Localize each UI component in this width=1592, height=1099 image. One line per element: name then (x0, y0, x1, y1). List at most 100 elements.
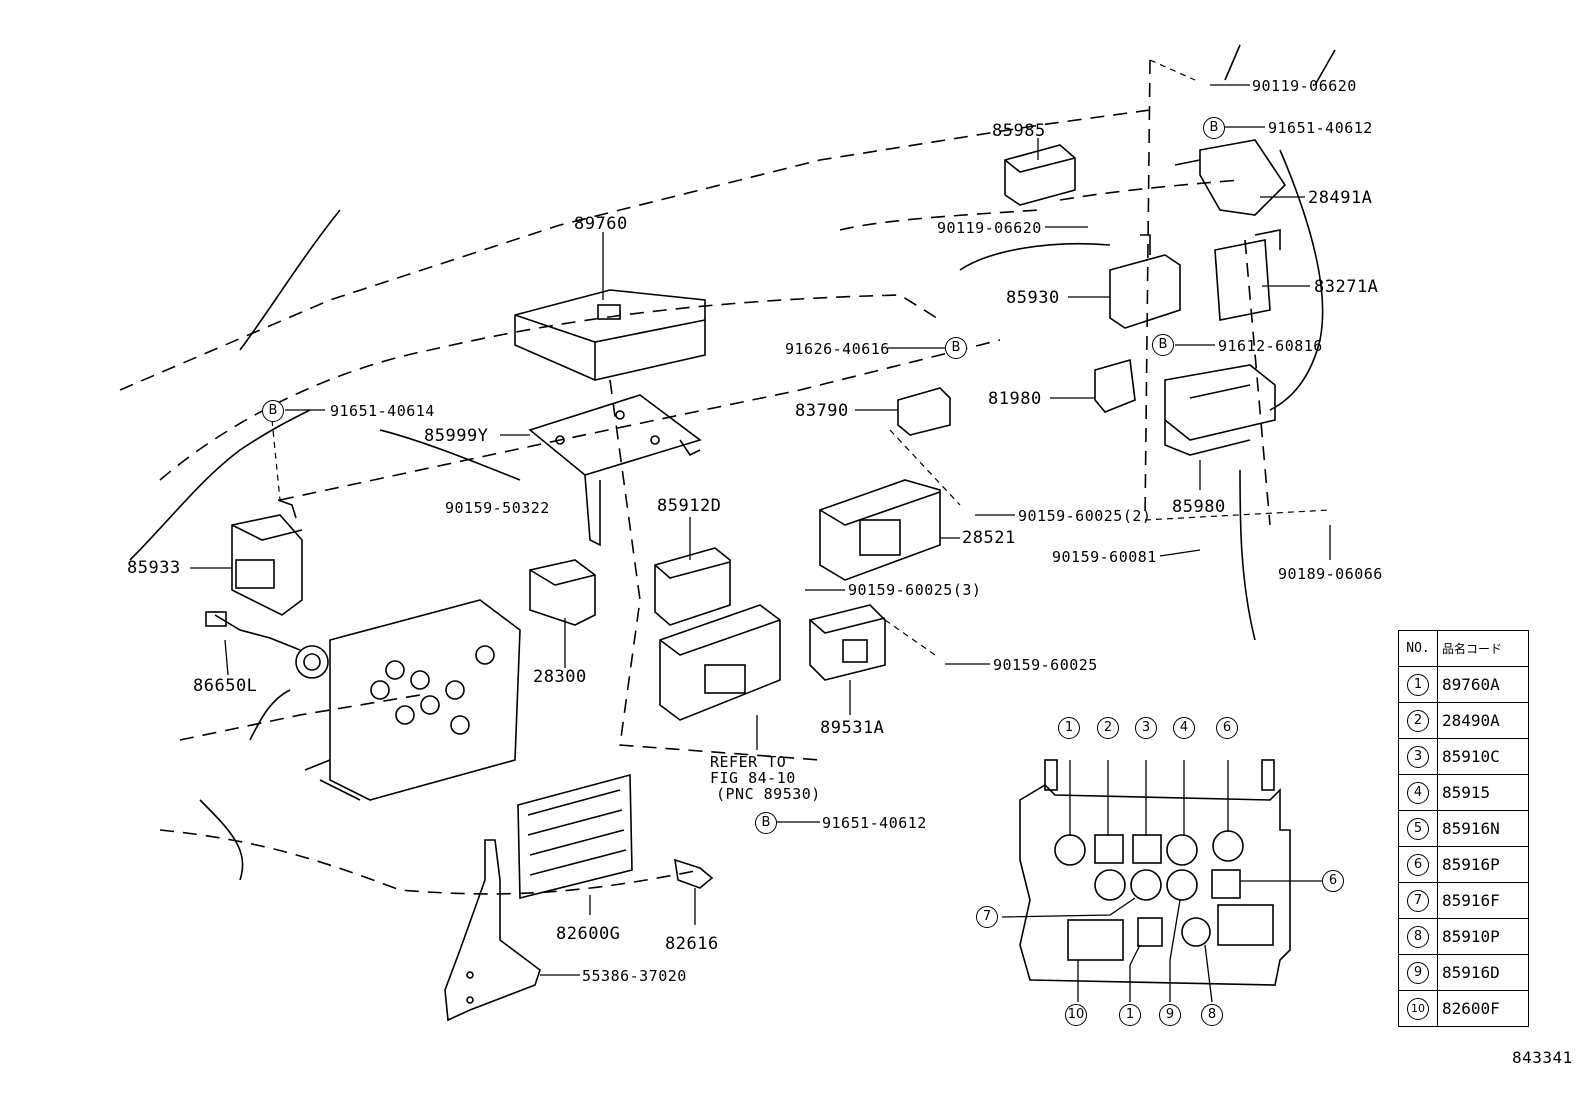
part-label-90189-06066: 90189-06066 (1278, 565, 1383, 583)
legend-row: 4 85915 (1398, 774, 1529, 811)
relay-85985-shape (1004, 144, 1076, 206)
legend-row-code: 85910C (1437, 738, 1529, 775)
legend-row-code: 28490A (1437, 702, 1529, 739)
callout-9: 9 (1159, 1004, 1181, 1026)
part-label-83790: 83790 (795, 401, 849, 421)
callout-4: 4 (1173, 717, 1195, 739)
dashed-leaders (271, 59, 1331, 656)
part-label-89531a: 89531A (820, 718, 885, 738)
legend-row: 10 82600F (1398, 990, 1529, 1027)
legend-row-no: 8 (1407, 926, 1429, 948)
dashboard-solid-lines (129, 44, 1336, 881)
part-label-82600g: 82600G (556, 924, 621, 944)
buzzer-86650l-shape (205, 611, 329, 679)
leader-lines (190, 84, 1331, 1003)
relay-89531a-shape (809, 604, 886, 681)
legend-row-no: 7 (1407, 890, 1429, 912)
bracket-55386-shape (444, 839, 541, 1022)
legend-row-code: 85916F (1437, 882, 1529, 919)
callout-8: 8 (1201, 1004, 1223, 1026)
clip-82616-shape (674, 858, 714, 889)
callout-6: 6 (1322, 870, 1344, 892)
legend-row: 8 85910P (1398, 918, 1529, 955)
dashboard-outline (119, 59, 1271, 895)
part-label-89760: 89760 (574, 214, 628, 234)
circle-b-marker: B (755, 812, 777, 834)
relay-85930-shape (1109, 234, 1181, 329)
relay-85933-shape (231, 499, 303, 616)
part-label-28521: 28521 (962, 528, 1016, 548)
legend-row: 5 85916N (1398, 810, 1529, 847)
circle-b-marker: B (262, 400, 284, 422)
part-label-85912d: 85912D (657, 496, 722, 516)
part-label-86650l: 86650L (193, 676, 258, 696)
legend-header-no: NO. (1398, 630, 1438, 667)
bracket-85999y-shape (528, 394, 702, 547)
part-label-91651-40614: 91651-40614 (330, 402, 435, 420)
part-label-90159-60025-3: 90159-60025(3) (848, 581, 982, 599)
legend-row-no: 10 (1407, 998, 1429, 1020)
callout-10: 10 (1065, 1004, 1087, 1026)
module-83271a-shape (1214, 229, 1281, 321)
legend-header-row: NO. 品名コード (1398, 630, 1529, 667)
part-label-91626-40616: 91626-40616 (785, 340, 890, 358)
legend-row-no: 4 (1407, 782, 1429, 804)
legend-row-code: 85916D (1437, 954, 1529, 991)
legend-row: 6 85916P (1398, 846, 1529, 883)
relay-83790-shape (897, 387, 951, 436)
legend-row-code: 85910P (1437, 918, 1529, 955)
part-label-85930: 85930 (1006, 288, 1060, 308)
refer-note-line-2: FIG 84-10 (710, 769, 796, 787)
part-label-85985: 85985 (992, 121, 1046, 141)
part-label-91612-60816: 91612-60816 (1218, 337, 1323, 355)
part-label-90159-50322: 90159-50322 (445, 499, 550, 517)
relay-85912d-shape (654, 547, 731, 626)
circle-b-marker: B (945, 337, 967, 359)
junction-block-shape (304, 599, 521, 801)
part-label-90119-06620-top: 90119-06620 (1252, 77, 1357, 95)
callout-3: 3 (1135, 717, 1157, 739)
ecu-89530-shape (659, 604, 781, 721)
control-85980-shape (1164, 364, 1276, 456)
part-label-85933: 85933 (127, 558, 181, 578)
legend-row-code: 85916P (1437, 846, 1529, 883)
legend-row-no: 6 (1407, 854, 1429, 876)
legend-row-no: 9 (1407, 962, 1429, 984)
fuse-box-detail-shape (1019, 759, 1291, 986)
legend-row-code: 85915 (1437, 774, 1529, 811)
part-label-83271a: 83271A (1314, 277, 1379, 297)
part-label-85999y: 85999Y (424, 426, 489, 446)
legend-row-no: 5 (1407, 818, 1429, 840)
part-label-28491a: 28491A (1308, 188, 1373, 208)
unit-28521-shape (819, 479, 941, 581)
legend-row-code: 85916N (1437, 810, 1529, 847)
callout-2: 2 (1097, 717, 1119, 739)
legend-header-code: 品名コード (1437, 630, 1529, 667)
part-label-91651-40612-top: 91651-40612 (1268, 119, 1373, 137)
legend-row-no: 2 (1407, 710, 1429, 732)
legend-row: 7 85916F (1398, 882, 1529, 919)
module-28491a-shape (1174, 139, 1287, 216)
part-label-90119-06620-mid: 90119-06620 (937, 219, 1042, 237)
part-label-90159-60025-2: 90159-60025(2) (1018, 507, 1152, 525)
ecu-89760-shape (514, 289, 706, 381)
circle-b-marker: B (1152, 334, 1174, 356)
callout-1: 1 (1119, 1004, 1141, 1026)
part-label-85980: 85980 (1172, 497, 1226, 517)
circle-b-marker: B (1203, 117, 1225, 139)
refer-note-line-1: REFER TO (710, 753, 787, 771)
part-label-90159-60025: 90159-60025 (993, 656, 1098, 674)
legend-row-no: 1 (1407, 674, 1429, 696)
fuse-label-82600g-shape (517, 773, 633, 900)
part-label-55386-37020: 55386-37020 (582, 967, 687, 985)
relay-81980-shape (1094, 358, 1136, 413)
figure-id: 843341 (1512, 1048, 1573, 1067)
legend-row: 9 85916D (1398, 954, 1529, 991)
callout-1: 1 (1058, 717, 1080, 739)
callout-6: 6 (1216, 717, 1238, 739)
legend-row-code: 82600F (1437, 990, 1529, 1027)
refer-note-line-3: (PNC 89530) (716, 785, 821, 803)
part-label-82616: 82616 (665, 934, 719, 954)
